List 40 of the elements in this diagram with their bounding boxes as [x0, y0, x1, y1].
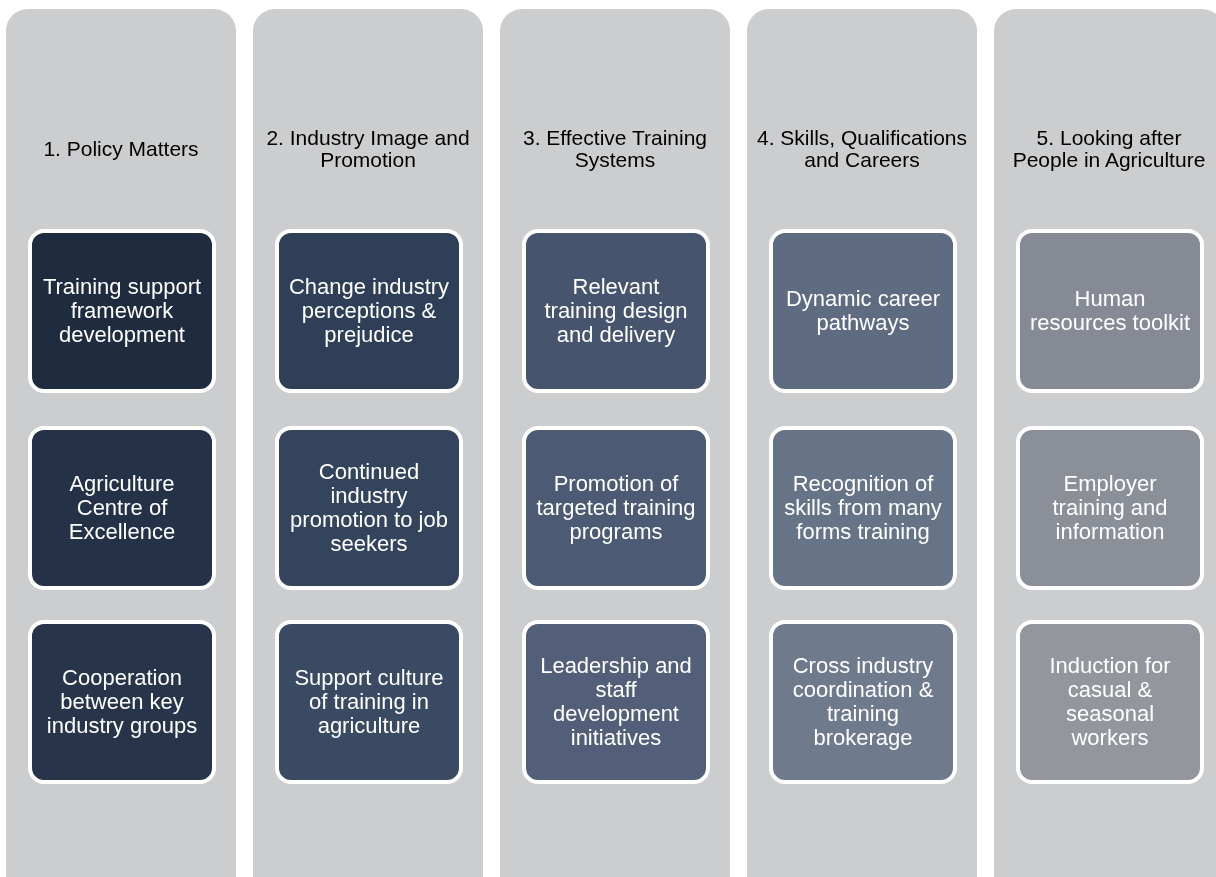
item-box [522, 229, 710, 393]
column-heading: 4. Skills, Qualifications and Careers [755, 127, 969, 171]
item-box [28, 229, 216, 393]
item-text: Training support framework development [41, 275, 203, 347]
item-text: Leadership and staff development initiatives [539, 654, 693, 750]
item-box [275, 620, 463, 784]
column-panel [994, 9, 1216, 877]
item-text: Agriculture Centre of Excellence [67, 472, 177, 544]
item-text: Relevant training design and delivery [543, 275, 689, 347]
item-text: Induction for casual & seasonal workers [1048, 654, 1172, 750]
item-text: Recognition of skills from many forms training [783, 472, 943, 544]
item-text: Promotion of targeted training programs [535, 472, 697, 544]
item-text: Cooperation between key industry groups [45, 666, 199, 738]
item-box [275, 229, 463, 393]
item-text: Change industry perceptions & prejudice [287, 275, 451, 347]
column-heading: 1. Policy Matters [43, 138, 199, 160]
item-text: Continued industry promotion to job seekers [289, 460, 449, 556]
column-panel [6, 9, 236, 877]
item-box [1016, 620, 1204, 784]
item-box [1016, 229, 1204, 393]
column-heading: 2. Industry Image and Promotion [265, 127, 471, 171]
column-panel [747, 9, 977, 877]
column-heading: 5. Looking after People in Agriculture [1011, 127, 1207, 171]
item-text: Support culture of training in agriculture [293, 666, 445, 738]
column-panel [253, 9, 483, 877]
item-text: Human resources toolkit [1028, 287, 1192, 335]
item-box [522, 620, 710, 784]
item-text: Dynamic career pathways [784, 287, 941, 335]
item-text: Employer training and information [1051, 472, 1169, 544]
item-box [522, 426, 710, 590]
column-heading: 3. Effective Training Systems [521, 127, 709, 171]
item-box [28, 426, 216, 590]
column-panel [500, 9, 730, 877]
item-box [1016, 426, 1204, 590]
item-box [769, 426, 957, 590]
item-text: Cross industry coordination & training brokerage [791, 654, 935, 750]
item-box [28, 620, 216, 784]
item-box [275, 426, 463, 590]
item-box [769, 229, 957, 393]
item-box [769, 620, 957, 784]
